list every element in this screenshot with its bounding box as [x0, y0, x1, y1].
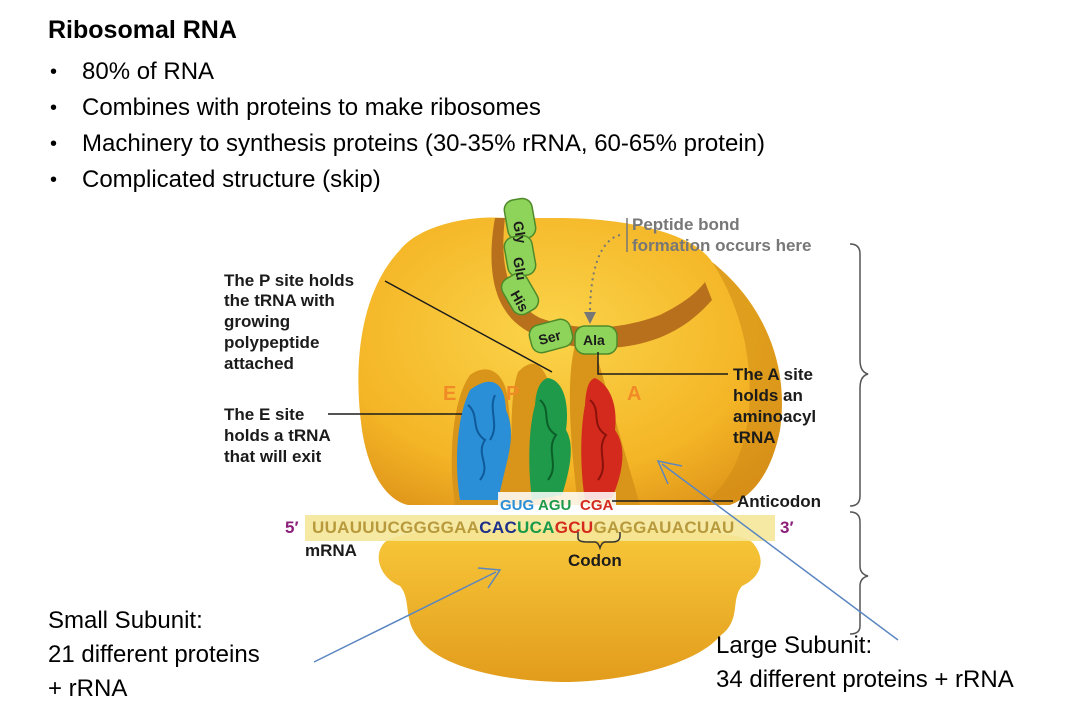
peptide-bond-label-line1: Peptide bond — [632, 215, 740, 234]
bullet-glyph: • — [50, 133, 58, 155]
bullet-item: • 80% of RNA — [48, 54, 765, 90]
bullet-text: Machinery to synthesis proteins (30-35% … — [82, 130, 765, 157]
peptide-bond-label-line2: formation occurs here — [632, 236, 812, 255]
small-subunit-body — [378, 528, 761, 682]
p-site-label: The P site holds the tRNA with growing p… — [224, 271, 354, 373]
mrna-segment: UUAUUUCGGGGAA — [312, 518, 479, 537]
anticodon-label: Anticodon — [737, 492, 821, 511]
mrna-sequence: UUAUUUCGGGGAACACUCAGCUGAGGAUACUAU — [312, 518, 735, 537]
bullet-item: • Combines with proteins to make ribosome… — [48, 90, 765, 126]
bullet-item: • Machinery to synthesis proteins (30-35%… — [48, 126, 765, 162]
trna-e-site — [457, 381, 511, 500]
a-site-label: The A site holds an aminoacyl tRNA — [733, 365, 816, 447]
anticodon-box — [498, 492, 616, 516]
bullet-list: • 80% of RNA • Combines with proteins to m… — [48, 54, 765, 198]
large-subunit-body — [358, 217, 782, 505]
large-subunit-shadow — [700, 262, 782, 505]
slide-title: Ribosomal RNA — [48, 16, 237, 44]
a-site-label-line: holds an — [733, 386, 803, 405]
large-subunit-pointer-arrowhead — [656, 459, 683, 485]
large-subunit-brace — [849, 243, 869, 507]
p-site-label-line: polypeptide — [224, 333, 319, 352]
p-site-label-line: attached — [224, 354, 294, 373]
small-subunit-pointer-arrowhead — [477, 567, 502, 589]
site-letter-e: E — [443, 383, 456, 405]
amino-acid-gly: Gly — [510, 220, 530, 245]
trna-a-site — [581, 378, 623, 500]
mrna-segment: GCU — [555, 518, 594, 537]
a-site-label-line: tRNA — [733, 428, 776, 447]
bullet-text: 80% of RNA — [82, 58, 215, 85]
e-site-label-line: holds a tRNA — [224, 426, 331, 445]
mrna-three-prime: 3′ — [780, 518, 794, 537]
small-subunit-caption: Small Subunit: 21 different proteins + r… — [48, 607, 260, 702]
p-site-label-line: growing — [224, 312, 290, 331]
bullet-glyph: • — [50, 61, 58, 83]
small-subunit-pointer-line — [313, 571, 497, 663]
polypeptide-chain: Gly Glu His Ser Ala — [500, 197, 618, 355]
p-site-label-line: The P site holds — [224, 271, 354, 290]
trna-p-site — [529, 378, 571, 500]
p-site-leader — [384, 280, 553, 373]
bullet-text: Complicated structure (skip) — [82, 166, 381, 193]
anticodon-cga: CGA — [580, 497, 614, 514]
mrna-five-prime: 5′ — [285, 518, 299, 537]
mrna-segment: UCA — [517, 518, 555, 537]
bullet-text: Combines with proteins to make ribosomes — [82, 94, 541, 121]
site-letter-p: P — [506, 383, 519, 405]
codon-label: Codon — [568, 551, 622, 570]
mrna-segment: GAGGAUACUAU — [593, 518, 734, 537]
large-subunit-caption: Large Subunit: 34 different proteins + r… — [716, 632, 1014, 693]
bullet-item: • Complicated structure (skip) — [48, 162, 765, 198]
peptide-bond-arrowhead — [584, 312, 596, 324]
e-site-label-line: The E site — [224, 405, 304, 424]
p-site-label-line: the tRNA with — [224, 291, 335, 310]
anticodon-agu: AGU — [538, 497, 571, 514]
bullet-glyph: • — [50, 97, 58, 119]
mrna-label: mRNA — [305, 541, 357, 560]
a-site-label-line: aminoacyl — [733, 407, 816, 426]
amino-acid-glu: Glu — [510, 256, 530, 282]
anticodon-gug: GUG — [500, 497, 534, 514]
amino-acid-ser: Ser — [537, 327, 563, 348]
amino-acid-ala: Ala — [583, 332, 605, 348]
a-site-leader — [597, 352, 728, 375]
e-site-label-line: that will exit — [224, 447, 322, 466]
small-subunit-brace — [849, 511, 869, 635]
codon-bracket — [577, 532, 621, 551]
mrna-band — [305, 515, 775, 541]
mrna-segment: CAC — [479, 518, 517, 537]
large-subunit-pointer-line — [661, 463, 899, 641]
bullet-glyph: • — [50, 169, 58, 191]
a-site-label-line: The A site — [733, 365, 813, 384]
peptide-bond-arrow — [589, 234, 621, 316]
site-letter-a: A — [627, 383, 641, 405]
e-site-label: The E site holds a tRNA that will exit — [224, 405, 331, 466]
